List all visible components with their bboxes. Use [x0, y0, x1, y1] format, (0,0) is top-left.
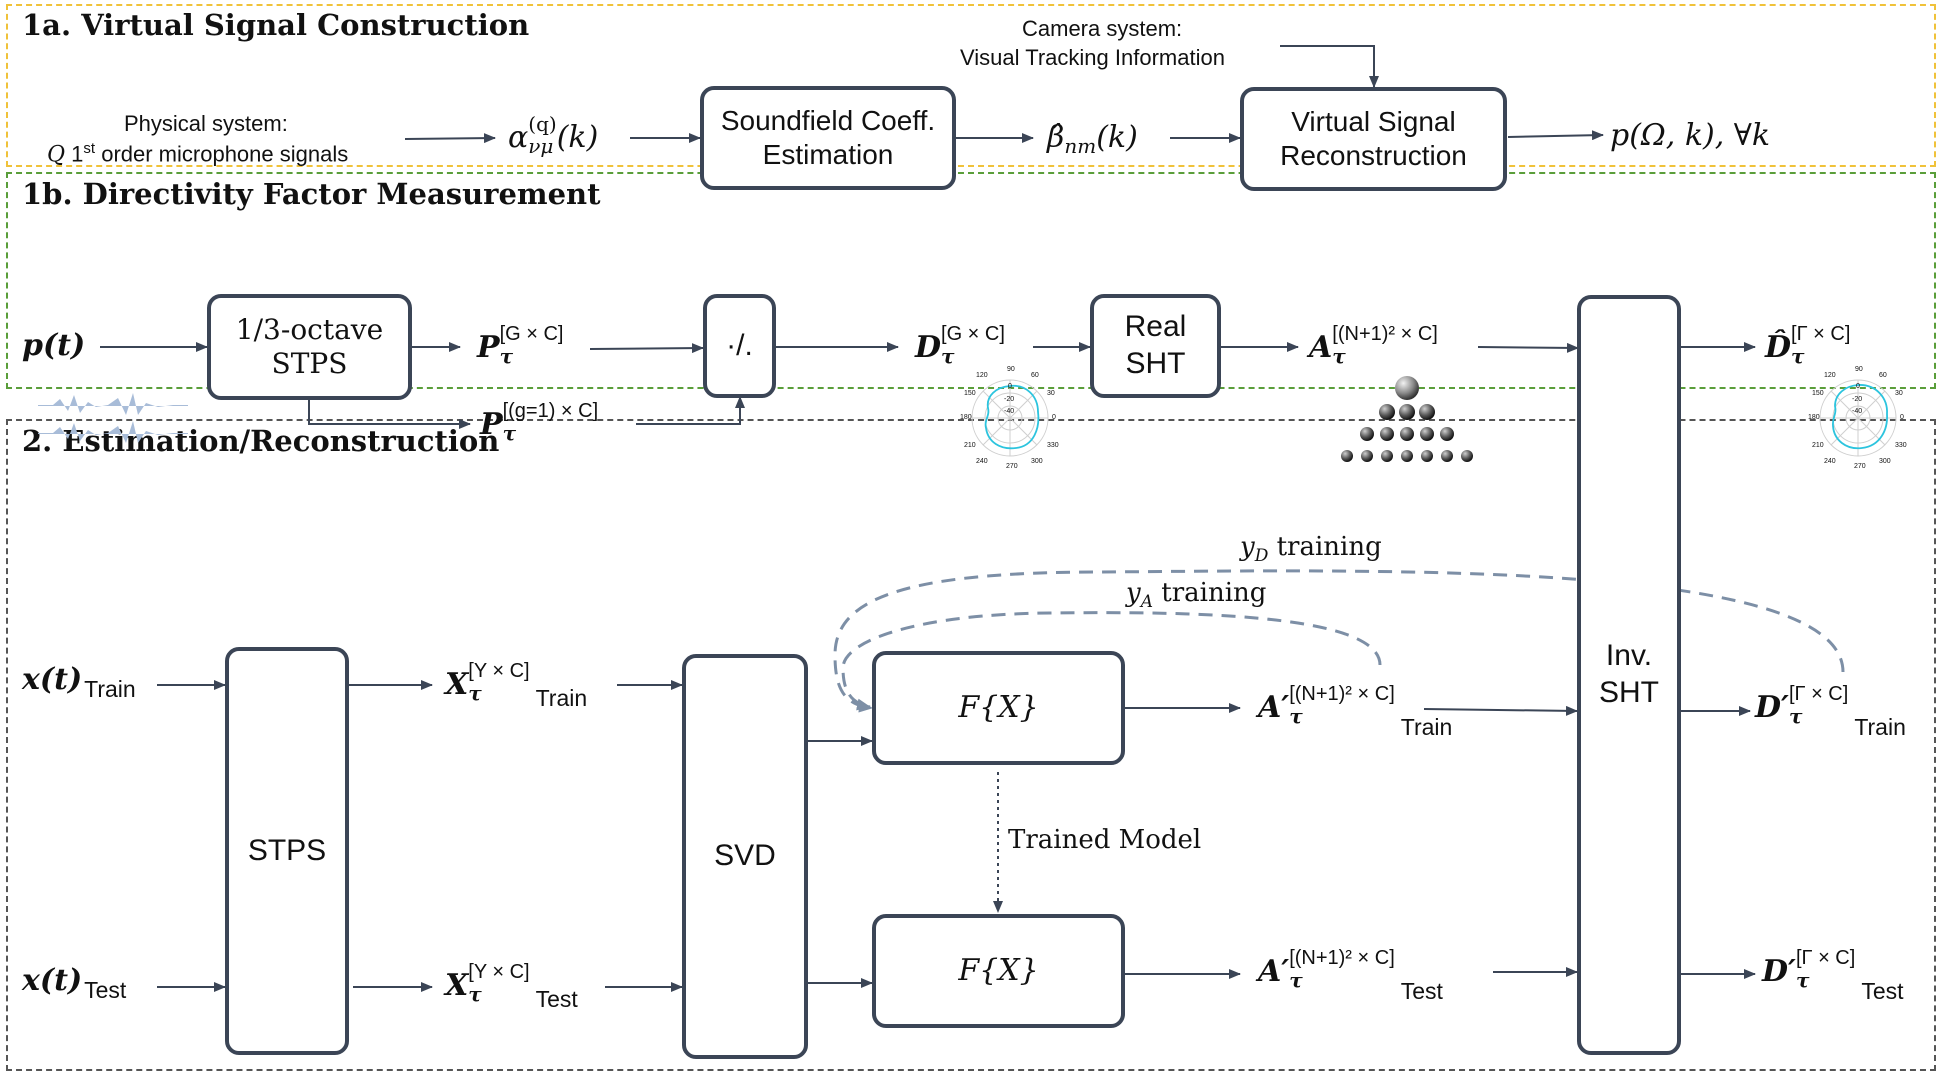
panel-1b [6, 172, 1936, 389]
model-test-box: F{X} [872, 914, 1125, 1028]
arrow-P-to-div [589, 343, 704, 354]
trained-model-label: Trained Model [1008, 825, 1202, 855]
arrow-camera-to-vsr [1280, 45, 1379, 88]
arrow-stps-to-P1 [308, 400, 471, 429]
arrow-physical-to-alpha [404, 133, 496, 144]
virtual-signal-output: p(Ω, k), ∀k [1610, 118, 1771, 153]
svd-box: SVD [682, 654, 808, 1059]
stps-box: STPS [225, 647, 349, 1055]
panel-1b-title: 1b. Directivity Factor Measurement [22, 177, 601, 211]
yA-training-label: yA training [1126, 578, 1267, 613]
arrow-Atrain-to-invsht [1423, 705, 1578, 716]
x-test-input: x(t)Test [22, 963, 127, 1003]
panel-1a [6, 4, 1936, 167]
panel-2 [6, 419, 1936, 1071]
physical-system-label: Physical system: [124, 111, 288, 136]
microphone-signals-label: Q 1st order microphone signals [47, 140, 349, 168]
inverse-sht-box: Inv.SHT [1577, 295, 1681, 1055]
beta-coefficients: β̂ nm(k) [1047, 120, 1138, 158]
yD-training-label: yD training [1240, 532, 1382, 567]
elementwise-division-box: ·/. [703, 294, 776, 398]
D-tau-G: D[G × C]τ [915, 323, 1005, 368]
model-train-box: F{X} [872, 651, 1125, 765]
polar-plot-measured: 90 60 120 150 30 180 0 210 330 240 300 2… [960, 366, 1059, 470]
panel-2-title: 2. Estimation/Reconstruction [22, 424, 500, 458]
x-train-input: x(t)Train [22, 662, 136, 702]
arrow-P1-to-div [636, 396, 745, 425]
alpha-coefficients: α(q)νμ(k) [508, 112, 599, 158]
camera-system-label: Camera system: [1022, 16, 1183, 41]
visual-tracking-label: Visual Tracking Information [960, 45, 1225, 70]
p-t-input: p(t) [22, 328, 86, 363]
polar-plot-estimated: 90 60 120 150 30 180 0 210 330 240 300 2… [1808, 366, 1907, 470]
P-tau-g1: P[(g=1) × C]τ [480, 400, 599, 445]
arrow-A-to-invsht [1477, 342, 1579, 353]
D-hat-tau: D̂[Γ × C]τ [1765, 323, 1851, 368]
A-tau-sht: A[(N+1)² × C]τ [1309, 323, 1438, 368]
spherical-harmonics-icon [1341, 376, 1473, 462]
P-tau-G: P[G × C]τ [477, 323, 564, 368]
yA-training-path [841, 611, 1382, 711]
soundfield-estimation-box: Soundfield Coeff.Estimation [700, 86, 956, 190]
arrow-vsr-to-output [1507, 130, 1604, 141]
panel-1a-title: 1a. Virtual Signal Construction [22, 8, 530, 42]
waveform-icon [38, 393, 188, 443]
